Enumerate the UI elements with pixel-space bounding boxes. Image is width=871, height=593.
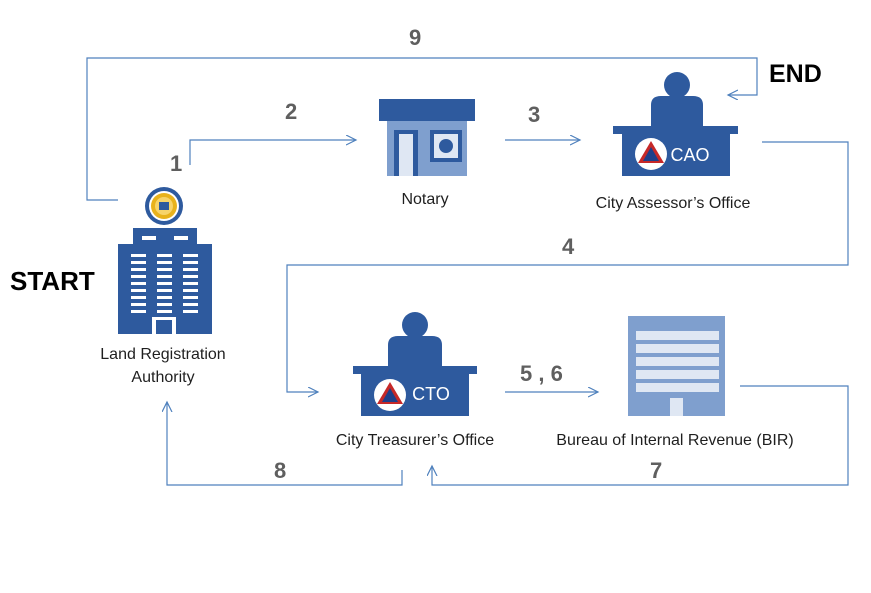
- step-1-label: 1: [170, 151, 183, 176]
- lra-window: [131, 268, 146, 271]
- step-2-label: 2: [285, 99, 298, 124]
- bir-window-band: [636, 331, 719, 340]
- lra-label-line1: Land Registration: [100, 346, 226, 363]
- lra-window: [131, 289, 146, 292]
- lra-seal-icon: [145, 187, 183, 225]
- lra-window: [183, 289, 198, 292]
- cao-desk-icon: CAO: [613, 72, 738, 176]
- bir-window-band: [636, 344, 719, 353]
- lra-window: [157, 268, 172, 271]
- bir-window-band: [636, 383, 719, 392]
- lra-window: [157, 296, 172, 299]
- end-marker: END: [769, 60, 822, 88]
- lra-window: [157, 310, 172, 313]
- step-4-label: 4: [562, 234, 575, 259]
- lra-window: [131, 275, 146, 278]
- notary-booth-icon: [379, 99, 475, 176]
- bir-building-icon: [628, 316, 725, 416]
- lra-building-icon: [118, 228, 212, 334]
- cao-label: City Assessor’s Office: [595, 195, 751, 212]
- lra-window: [157, 303, 172, 306]
- lra-window: [157, 254, 172, 257]
- lra-window: [131, 282, 146, 285]
- lra-window: [183, 310, 198, 313]
- lra-window: [183, 254, 198, 257]
- lra-window: [183, 275, 198, 278]
- connector-4: [286, 141, 849, 392]
- lra-window: [131, 303, 146, 306]
- cao-desk-text: CAO: [670, 145, 709, 165]
- cto-desk-icon: CTO: [353, 312, 477, 416]
- connector-9: [86, 57, 758, 201]
- lra-window: [131, 261, 146, 264]
- step-5-6-label: 5 , 6: [520, 361, 563, 386]
- lra-window: [131, 310, 146, 313]
- bir-window-band: [636, 370, 719, 379]
- lra-window: [183, 303, 198, 306]
- cto-label: City Treasurer’s Office: [335, 432, 495, 449]
- lra-label: Land Registration Authority: [90, 343, 236, 389]
- lra-window: [131, 296, 146, 299]
- connector-8: [167, 402, 403, 486]
- connector-7: [432, 385, 849, 486]
- lra-window: [183, 261, 198, 264]
- lra-window: [183, 268, 198, 271]
- lra-window: [157, 275, 172, 278]
- notary-label: Notary: [401, 191, 449, 208]
- lra-window: [157, 261, 172, 264]
- lra-label-line2: Authority: [131, 369, 195, 386]
- lra-window: [183, 282, 198, 285]
- start-marker: START: [10, 266, 95, 296]
- step-3-label: 3: [528, 102, 541, 127]
- bir-window-band: [636, 357, 719, 366]
- connector-1-2: [189, 140, 356, 165]
- lra-window: [183, 296, 198, 299]
- cto-desk-text: CTO: [412, 384, 450, 404]
- step-7-label: 7: [650, 458, 663, 483]
- lra-window: [157, 289, 172, 292]
- lra-window: [131, 254, 146, 257]
- step-9-label: 9: [409, 25, 422, 50]
- bir-label: Bureau of Internal Revenue (BIR): [556, 432, 794, 449]
- lra-window: [157, 282, 172, 285]
- step-8-label: 8: [274, 458, 287, 483]
